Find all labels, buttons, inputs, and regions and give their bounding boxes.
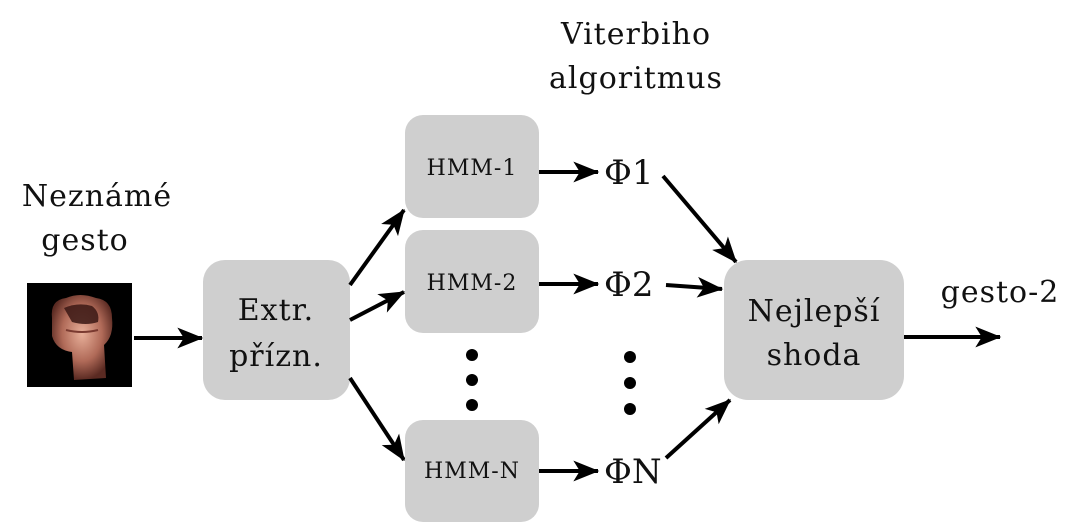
hmm-2-box	[405, 230, 539, 333]
viterbi-label-line1: Viterbiho	[560, 17, 711, 52]
best-match-label-line1: Nejlepší	[748, 294, 881, 329]
viterbi-label-line2: algoritmus	[549, 61, 723, 96]
score-phi1: Φ1	[604, 153, 654, 193]
arrow-extractor-to-hmmN	[348, 376, 406, 462]
feature-extraction-box	[203, 260, 350, 400]
score-phi2: Φ2	[604, 265, 654, 305]
hmm-1-label: HMM-1	[427, 156, 518, 181]
hmm-ellipsis	[466, 349, 478, 411]
hmm-n-box	[405, 420, 539, 522]
input-label-line2: gesto	[41, 223, 128, 258]
arrow-extractor-to-hmm1	[348, 208, 406, 287]
fist-gesture-image	[27, 283, 132, 387]
best-match-box	[724, 260, 904, 400]
input-label-line1: Neznámé	[22, 179, 172, 214]
score-phiN: ΦN	[604, 452, 662, 492]
output-label: gesto-2	[941, 275, 1060, 310]
arrow-extractor-to-hmm2	[349, 290, 406, 322]
hmm-1-box	[405, 115, 539, 218]
arrow-phi1-to-best	[661, 174, 738, 264]
arrow-phi2-to-best	[665, 276, 724, 298]
best-match-label-line2: shoda	[767, 338, 862, 373]
score-ellipsis	[624, 351, 636, 415]
extractor-label-line2: přízn.	[229, 339, 323, 374]
hmm-n-label: HMM-N	[424, 459, 520, 484]
hmm-2-label: HMM-2	[427, 271, 518, 296]
extractor-label-line1: Extr.	[238, 293, 314, 328]
arrow-phiN-to-best	[664, 398, 732, 460]
